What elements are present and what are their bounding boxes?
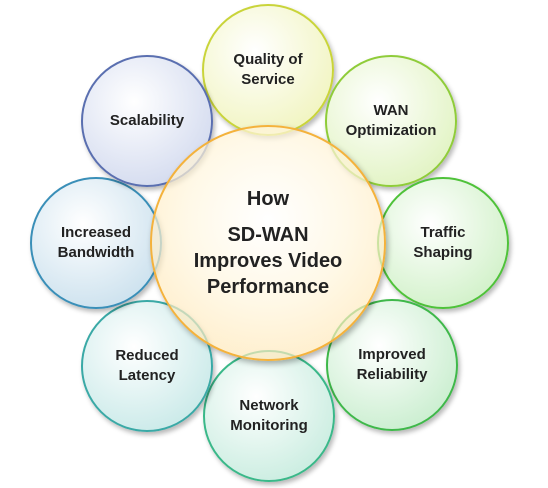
node-increased-bandwidth: Increased Bandwidth [30,177,162,309]
node-label: Quality of Service [233,51,303,88]
center-title-line1: How [246,188,290,210]
center-title-rest: SD-WAN Improves Video Performance [193,224,343,298]
node-label: Traffic Shaping [413,224,473,261]
node-improved-reliability: Improved Reliability [326,299,458,431]
center-title: How SD-WAN Improves Video Performance [168,186,368,300]
node-label: Improved Reliability [356,346,428,383]
node-traffic-shaping: Traffic Shaping [377,177,509,309]
node-label: Increased Bandwidth [57,224,135,261]
node-label: WAN Optimization [345,102,437,139]
node-network-monitoring: Network Monitoring [203,350,335,482]
node-scalability: Scalability [81,55,213,187]
node-label: Reduced Latency [115,347,179,384]
node-label: Network Monitoring [230,397,308,434]
center-circle: How SD-WAN Improves Video Performance [150,125,386,361]
node-label: Scalability [109,112,185,129]
node-quality-of-service: Quality of Service [202,4,334,136]
